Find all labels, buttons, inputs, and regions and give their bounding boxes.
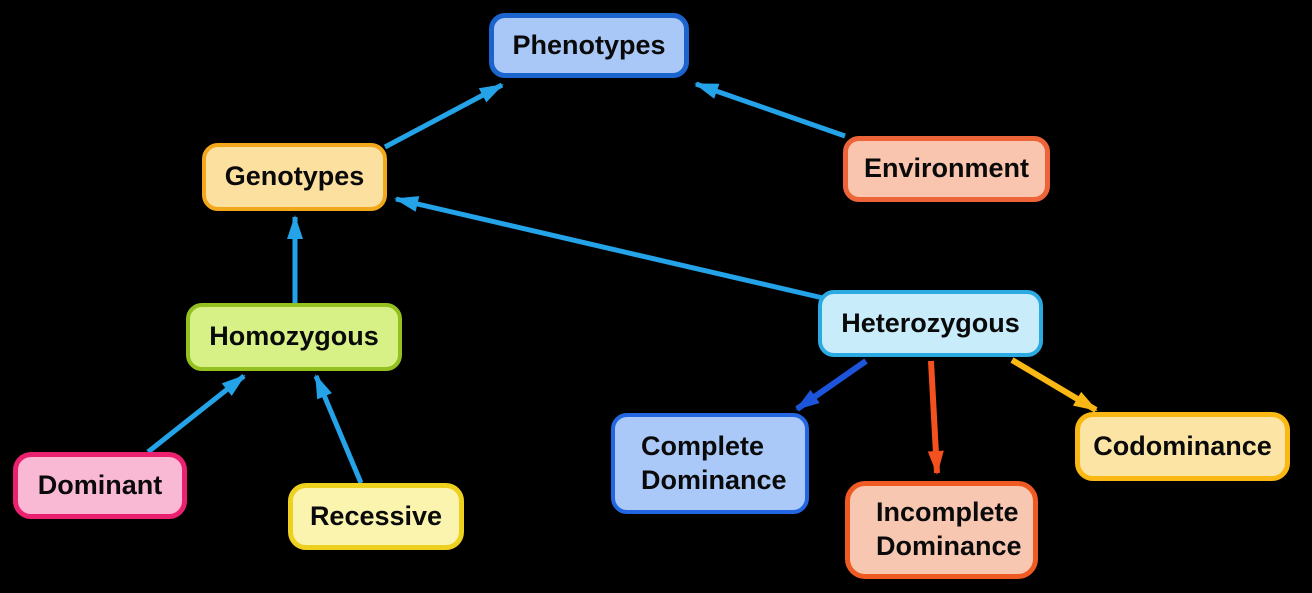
node-heterozygous-label: Heterozygous	[841, 307, 1020, 338]
node-genotypes-label: Genotypes	[224, 161, 365, 192]
node-codominance[interactable]: Codominance	[1075, 412, 1290, 481]
node-phenotypes-label: Phenotypes	[512, 29, 666, 60]
node-recessive[interactable]: Recessive	[288, 483, 464, 550]
edge-heterozygous-genotypes	[394, 196, 824, 301]
node-genotypes[interactable]: Genotypes	[202, 143, 387, 211]
edge-heterozygous-complete-dominance	[795, 358, 868, 412]
node-environment-label: Environment	[863, 153, 1030, 184]
node-incomplete-dominance-label: Incomplete Dominance	[876, 497, 1022, 561]
edge-environment-phenotypes	[694, 81, 846, 139]
edge-genotypes-phenotypes	[383, 82, 504, 150]
edge-heterozygous-incomplete-dominance	[927, 360, 944, 475]
edge-heterozygous-codominance	[1010, 357, 1098, 413]
edge-recessive-homozygous	[313, 374, 364, 484]
edge-dominant-homozygous	[146, 374, 246, 454]
node-phenotypes[interactable]: Phenotypes	[489, 13, 689, 78]
node-codominance-label: Codominance	[1093, 430, 1272, 461]
node-dominant[interactable]: Dominant	[13, 452, 187, 519]
node-homozygous-label: Homozygous	[209, 321, 379, 352]
node-environment[interactable]: Environment	[843, 136, 1050, 202]
node-complete-dominance-label: Complete Dominance	[641, 430, 787, 495]
node-incomplete-dominance[interactable]: Incomplete Dominance	[845, 481, 1038, 579]
node-complete-dominance[interactable]: Complete Dominance	[611, 413, 809, 514]
node-heterozygous[interactable]: Heterozygous	[818, 290, 1043, 357]
node-homozygous[interactable]: Homozygous	[186, 303, 402, 371]
node-dominant-label: Dominant	[37, 469, 163, 500]
node-recessive-label: Recessive	[309, 500, 443, 531]
